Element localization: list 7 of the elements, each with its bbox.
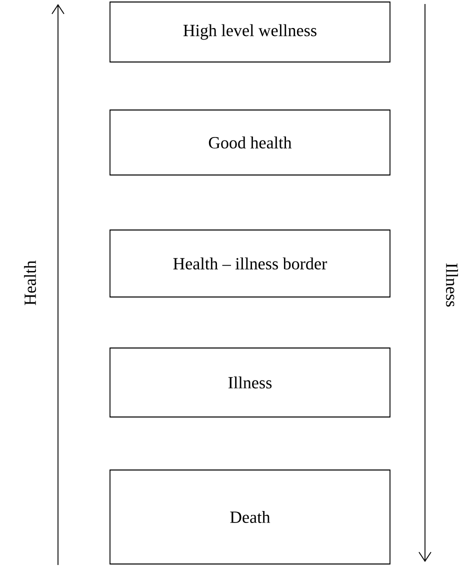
axis-label: Illness: [446, 263, 458, 307]
stage-box: Good health: [110, 110, 390, 176]
stage-box: Illness: [110, 348, 390, 418]
stage-box: High level wellness: [110, 2, 390, 62]
axis-label: Health: [24, 260, 36, 306]
stage-box: Health – illness border: [110, 230, 390, 298]
stage-box: Death: [110, 470, 390, 564]
